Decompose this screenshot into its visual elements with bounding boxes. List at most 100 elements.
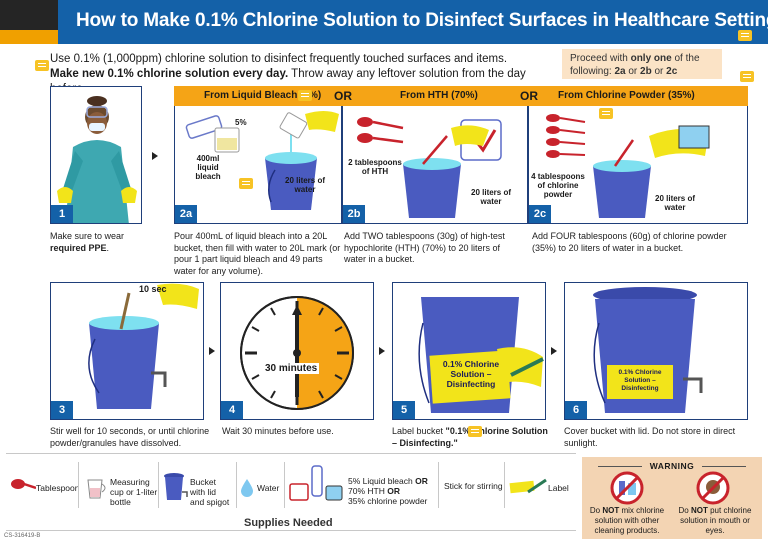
comment-note-icon[interactable] [239, 178, 253, 189]
step-6-badge: 6 [565, 401, 587, 419]
header-corner-decoration [0, 0, 58, 44]
step-1-caption-text: . [106, 242, 110, 253]
supply-bleach: 5% Liquid bleach [348, 476, 416, 486]
or-label: OR [520, 89, 538, 103]
health-worker-ppe-illustration [57, 96, 137, 223]
supply-bucket: Bucket with lid and spigot [190, 477, 230, 507]
hth-tablespoon-illustration [357, 117, 502, 218]
comment-note-icon[interactable] [35, 60, 49, 71]
intro-line-2-bold: Make new 0.1% chlorine solution every da… [50, 68, 289, 80]
supply-label: Label [548, 483, 569, 493]
supply-stir-stick: Stick for stirring [444, 481, 503, 491]
step-4-badge: 4 [221, 401, 243, 419]
step-4-panel: 30 minutes 4 [220, 282, 374, 420]
step-1-caption-bold: required PPE [50, 242, 107, 253]
step-1-panel: 1 [50, 86, 142, 224]
chlorine-products-icon [289, 465, 343, 501]
step-5-panel: 0.1% Chlorine Solution – Disinfecting 5 [392, 282, 546, 420]
proceed-text: or [625, 66, 641, 77]
supplies-title: Supplies Needed [238, 517, 339, 529]
tablespoon-icon [11, 479, 36, 490]
options-bar: From Liquid Bleach (5%) OR From HTH (70%… [174, 86, 748, 106]
proceed-option-2b: 2b [640, 66, 652, 77]
covered-bucket-illustration [593, 287, 703, 413]
supplies-divider [284, 462, 285, 508]
option-a-title: From Liquid Bleach (5%) [204, 90, 322, 101]
bucket-label-text: 0.1% Chlorine Solution – Disinfecting [618, 369, 662, 392]
label-10-seconds: 10 sec [139, 284, 167, 294]
proceed-text: of the following: [570, 53, 700, 77]
arrow-right-icon [209, 347, 215, 355]
step-6-panel: 0.1% Chlorine Solution – Disinfecting 6 [564, 282, 748, 420]
label-2-tablespoons-hth: 2 tablespoons of HTH [348, 158, 402, 176]
step-2c-badge: 2c [529, 205, 551, 223]
no-mixing-icon [610, 471, 644, 505]
stir-bucket-illustration [88, 283, 199, 409]
header-banner: How to Make 0.1% Chlorine Solution to Di… [0, 0, 768, 44]
warning-no-mouth-text: Do NOT put chlorine solution in mouth or… [672, 506, 758, 536]
step-2c-caption: Add FOUR tablespoons (60g) of chlorine p… [532, 231, 727, 253]
step-2a-badge: 2a [175, 205, 197, 223]
supply-powder: 35% chlorine powder [348, 496, 428, 506]
supply-tablespoon: Tablespoon [36, 483, 80, 493]
label-20-liters: 20 liters of water [285, 176, 326, 194]
step-1-caption: Make sure to wear required PPE. [50, 231, 150, 254]
step-1-caption-text: Make sure to wear [50, 231, 125, 241]
page-title: How to Make 0.1% Chlorine Solution to Di… [76, 10, 768, 31]
proceed-callout: Proceed with only one of the following: … [562, 49, 722, 79]
warning-bold: NOT [602, 506, 620, 515]
step-2a-caption: Pour 400mL of liquid bleach into a 20L b… [174, 231, 341, 276]
supply-hth: 70% HTH [348, 486, 388, 496]
supplies-divider [504, 462, 505, 508]
warning-text: Do [678, 506, 691, 515]
bleach-pour-illustration [185, 111, 339, 210]
label-30-minutes: 30 minutes [263, 363, 320, 374]
warning-bold: NOT [690, 506, 708, 515]
no-mouth-eyes-icon [696, 471, 730, 505]
document-code: CS-316419-B [4, 533, 41, 539]
arrow-right-icon [152, 152, 158, 160]
step-6-caption: Cover bucket with lid. Do not store in d… [564, 426, 736, 448]
comment-note-icon[interactable] [298, 90, 312, 101]
supplies-divider [438, 462, 439, 508]
label-4-tablespoons-powder: 4 tablespoons of chlorine powder [531, 172, 585, 199]
step-5-caption-bold: "0.1% Chlorine Solution – Disinfecting." [392, 426, 548, 448]
supplies-divider [158, 462, 159, 508]
label-bucket-illustration [418, 297, 544, 413]
proceed-bold: only one [630, 53, 672, 64]
supplies-section [6, 453, 576, 531]
warning-title: WARNING [582, 461, 762, 471]
step-5-badge: 5 [393, 401, 415, 419]
label-marker-icon [509, 478, 547, 494]
proceed-text: Proceed with [570, 53, 631, 64]
step-2b-caption: Add TWO tablespoons (30g) of high-test h… [344, 231, 505, 264]
comment-note-icon[interactable] [468, 426, 482, 437]
step-2b-panel: 2 tablespoons of HTH 20 liters of water … [342, 106, 528, 224]
option-b-title: From HTH (70%) [400, 90, 478, 101]
chlorine-powder-tablespoon-illustration [546, 114, 710, 218]
measuring-cup-icon [87, 479, 106, 499]
or-label: OR [334, 89, 352, 103]
proceed-text: or [651, 66, 667, 77]
bucket-with-lid-icon [164, 473, 188, 500]
warning-box: WARNING Do NOT mix chlorine solution wit… [582, 457, 762, 539]
step-5-caption: Label bucket "0.1% Chlorine Solution – D… [392, 426, 552, 449]
or-label: OR [415, 476, 428, 486]
arrow-right-icon [379, 347, 385, 355]
comment-note-icon[interactable] [740, 71, 754, 82]
arrow-right-icon [551, 347, 557, 355]
warning-text: put chlorine solution in mouth or eyes. [680, 506, 752, 535]
supply-chlorine-products: 5% Liquid bleach OR 70% HTH OR 35% chlor… [348, 476, 438, 506]
step-3-caption: Stir well for 10 seconds, or until chlor… [50, 426, 210, 448]
clock-30-minutes-illustration [240, 296, 354, 410]
warning-text: mix chlorine solution with other cleanin… [594, 506, 665, 535]
water-drop-icon [241, 479, 253, 497]
comment-note-icon[interactable] [738, 30, 752, 41]
step-2c-panel: 4 tablespoons of chlorine powder 20 lite… [528, 106, 748, 224]
step-2b-badge: 2b [343, 205, 365, 223]
supplies-divider [236, 462, 237, 508]
step-4-caption: Wait 30 minutes before use. [222, 426, 334, 436]
step-1-badge: 1 [51, 205, 73, 223]
comment-note-icon[interactable] [599, 108, 613, 119]
option-c-title: From Chlorine Powder (35%) [558, 90, 695, 101]
